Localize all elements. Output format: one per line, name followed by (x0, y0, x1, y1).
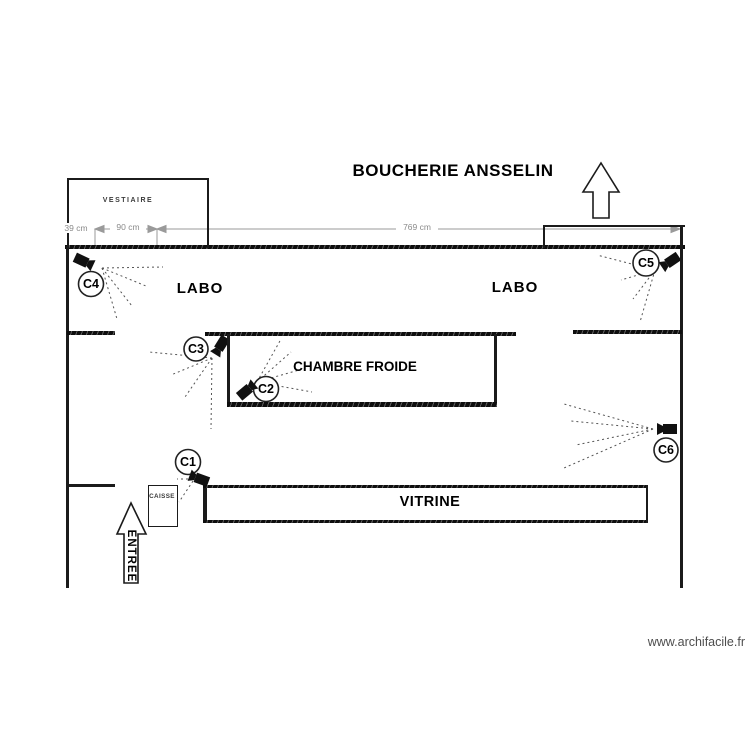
chambre-froide-wall-bottom (227, 402, 497, 407)
camera-c6-icon (657, 423, 677, 435)
camera-c1-circle (174, 448, 202, 476)
direction-arrow-up (581, 161, 621, 219)
vestiaire-room (67, 178, 209, 248)
room-label-vestiaire: VESTIAIRE (102, 197, 154, 204)
entrance-arrow (115, 501, 148, 584)
chambre-froide-wall-right (494, 334, 497, 406)
camera-icons (72, 251, 682, 487)
wall-top (65, 245, 685, 249)
camera-c4-fov (101, 266, 164, 320)
camera-c2-label: C2 (258, 382, 274, 396)
camera-c5-label: C5 (638, 256, 654, 270)
camera-c5-icon (658, 251, 682, 273)
inner-wall-entrance-segment (67, 484, 115, 487)
room-label-vitrine: VITRINE (399, 494, 461, 510)
entrance-label: ENTREE (125, 529, 137, 583)
plan-title: BOUCHERIE ANSSELIN (352, 161, 554, 180)
inner-wall-right-segment (573, 330, 682, 334)
camera-c1-label: C1 (180, 455, 196, 469)
camera-c6-fov (563, 403, 654, 469)
camera-c1-fov (177, 478, 194, 503)
vitrine-wall-left (203, 485, 207, 523)
vitrine-wall-right (646, 485, 648, 523)
camera-c6-circle (653, 437, 679, 463)
room-label-labo-right: LABO (491, 279, 539, 296)
dimension-769cm: 769 cm (396, 222, 438, 232)
wall-right (680, 226, 683, 588)
chambre-froide-wall-left (227, 334, 230, 406)
camera-c3-circle (183, 336, 209, 362)
camera-c6-label: C6 (658, 443, 674, 457)
dimension-90cm: 90 cm (110, 222, 146, 232)
camera-c3-fov (148, 351, 213, 430)
camera-c3-icon (210, 334, 231, 358)
camera-c2-icon (235, 379, 259, 401)
vitrine-wall-bottom (203, 520, 648, 523)
top-right-annex (543, 225, 685, 248)
camera-c5-circle (632, 249, 660, 277)
caisse-box (148, 485, 178, 527)
camera-c4-icon (72, 252, 96, 272)
room-label-labo-left: LABO (176, 280, 224, 297)
dimension-39cm: 39 cm (58, 223, 94, 233)
camera-c4-circle (77, 270, 105, 298)
camera-c1-icon (187, 469, 211, 487)
vitrine-wall-top (203, 485, 648, 488)
room-label-chambre-froide: CHAMBRE FROIDE (293, 359, 417, 374)
watermark: www.archifacile.fr (647, 635, 745, 649)
wall-left (66, 246, 69, 588)
inner-wall-left-segment (67, 331, 115, 335)
camera-c3-label: C3 (188, 342, 204, 356)
room-label-caisse: CAISSE (149, 493, 175, 500)
camera-c2-fov (256, 338, 313, 393)
inner-wall-middle-segment (205, 332, 516, 336)
camera-c4-label: C4 (83, 277, 99, 291)
